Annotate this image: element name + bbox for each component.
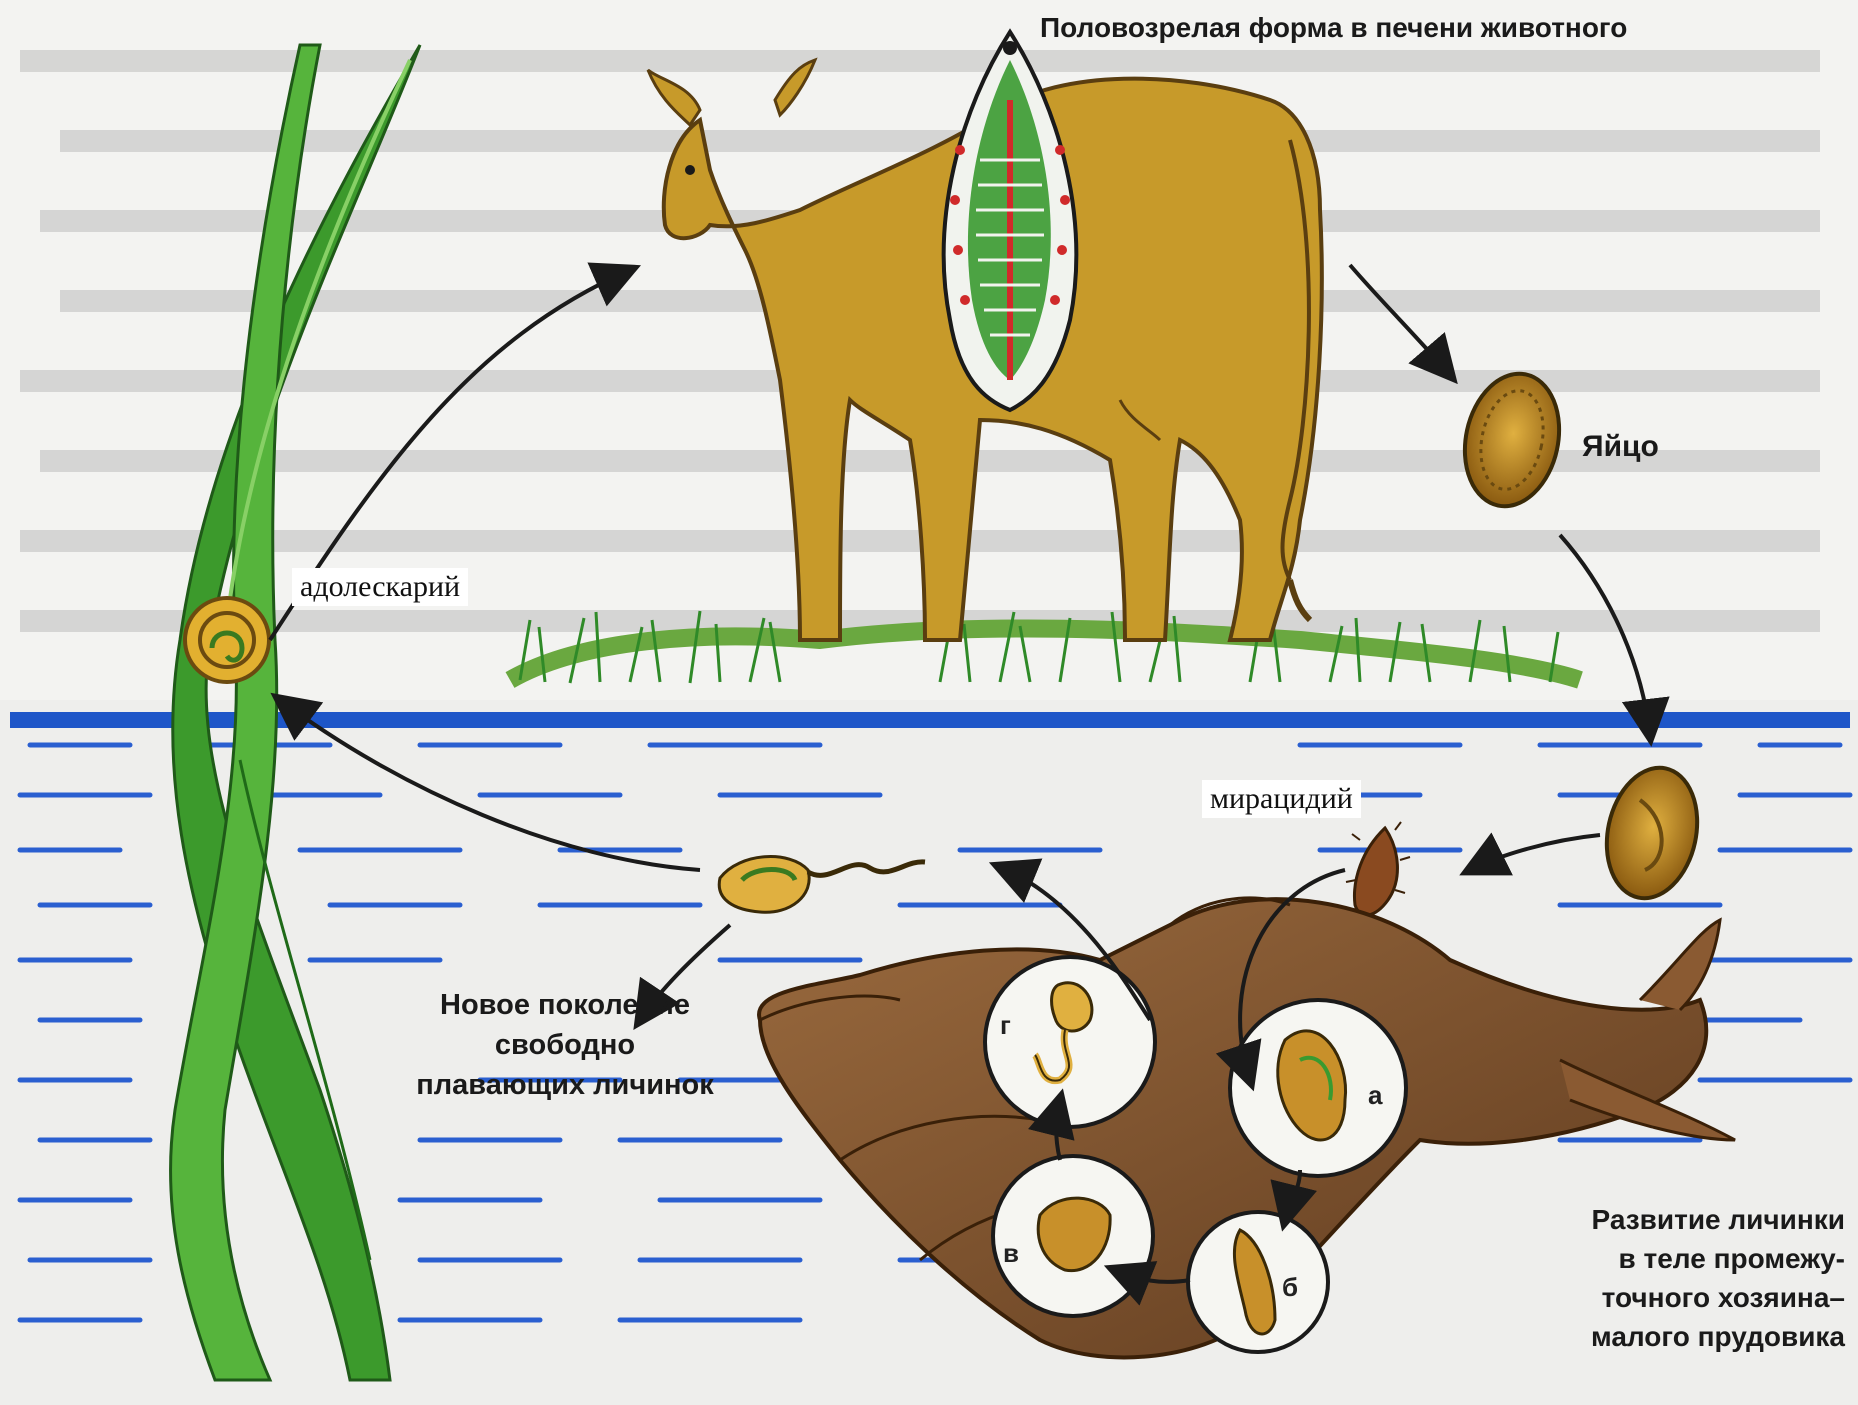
development-line-2: в теле промежу-	[1480, 1239, 1845, 1278]
development-line-1: Развитие личинки	[1480, 1200, 1845, 1239]
stage-b-label: б	[1282, 1272, 1298, 1303]
new-generation-line-2: свободно	[370, 1025, 760, 1065]
stage-a-label: а	[1368, 1080, 1382, 1111]
new-generation-label: Новое поколение свободно плавающих личин…	[370, 985, 760, 1105]
development-label: Развитие личинки в теле промежу- точного…	[1480, 1200, 1845, 1356]
arrow-cow-to-egg	[1350, 265, 1450, 375]
stage-v-circle	[993, 1156, 1153, 1316]
development-line-4: малого прудовика	[1480, 1317, 1845, 1356]
mature-form-label: Половозрелая форма в печени животного	[1040, 12, 1627, 44]
water-surface-line	[10, 712, 1850, 728]
egg-label: Яйцо	[1582, 430, 1659, 464]
new-generation-line-1: Новое поколение	[370, 985, 760, 1025]
miracidium-label: мирацидий	[1202, 780, 1361, 818]
stage-v-label: в	[1003, 1238, 1019, 1269]
stage-b-circle	[1188, 1212, 1328, 1352]
adolescaria-cyst	[185, 598, 269, 682]
stage-g-label: г	[1000, 1010, 1011, 1041]
development-line-3: точного хозяина–	[1480, 1278, 1845, 1317]
stage-g-circle	[985, 957, 1155, 1127]
adolescaria-label: адолескарий	[292, 568, 468, 606]
new-generation-line-3: плавающих личинок	[370, 1065, 760, 1105]
